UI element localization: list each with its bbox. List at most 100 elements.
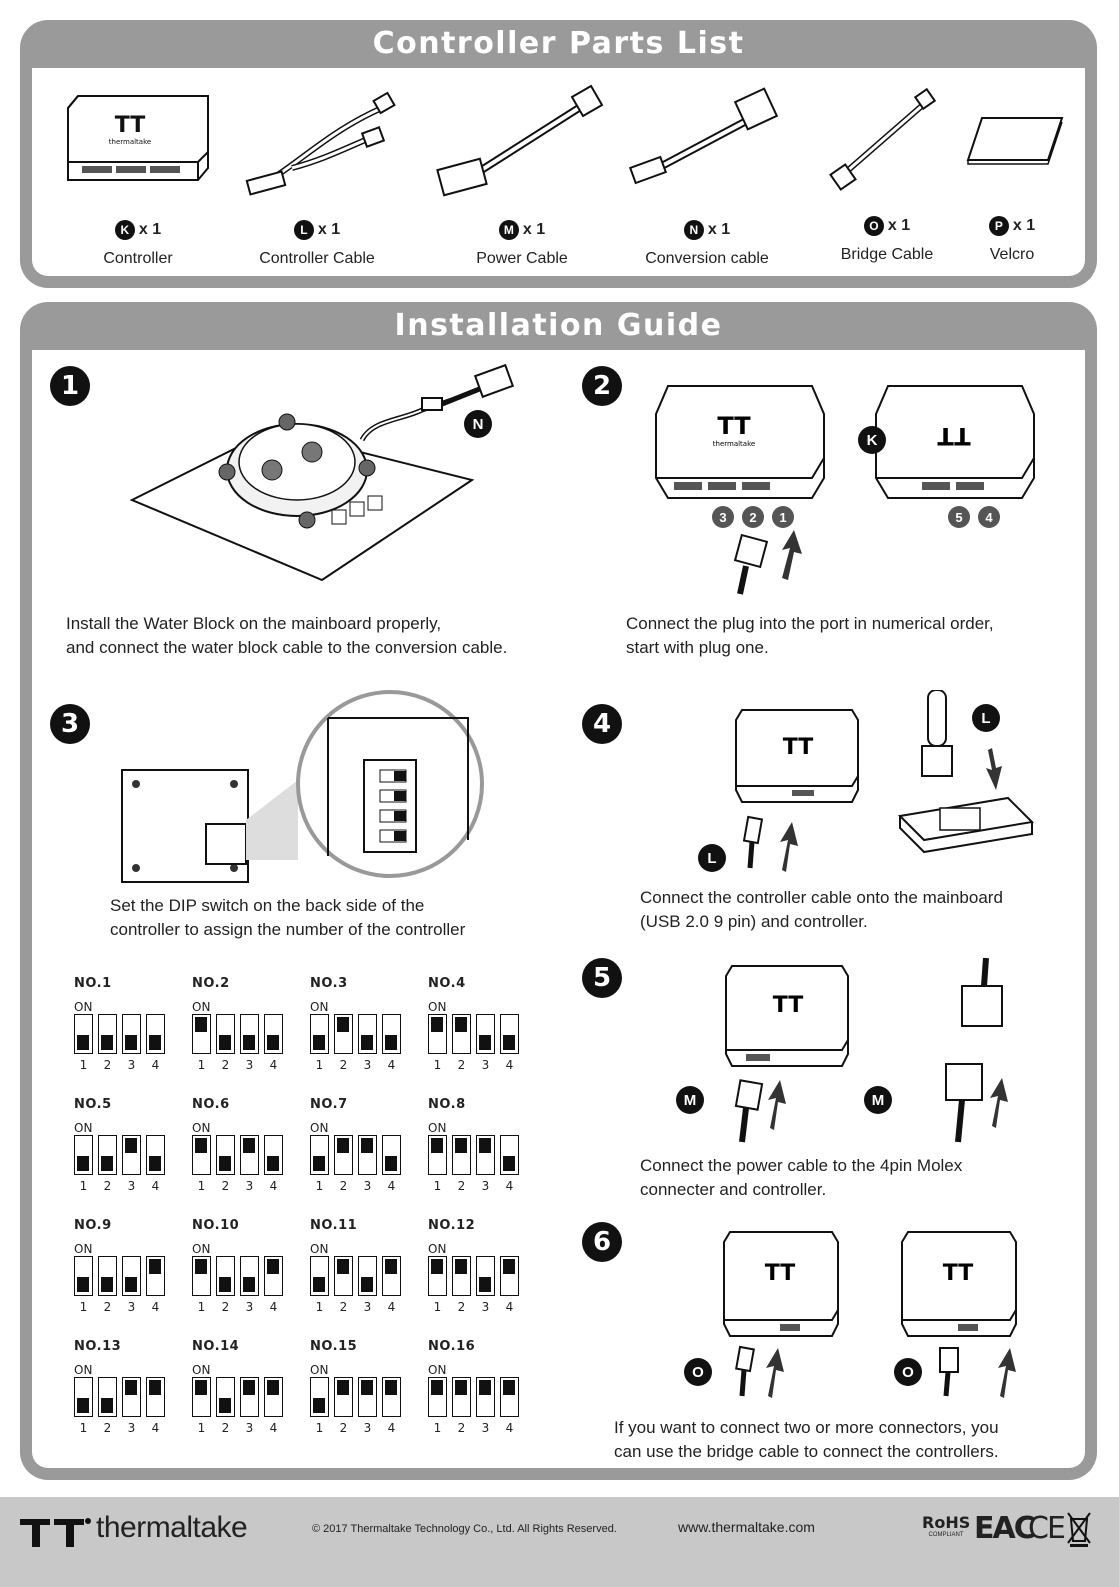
dip-pin-label: 4: [151, 1300, 160, 1314]
dip-setting-title: NO.12: [428, 1218, 476, 1233]
dip-switch-knob: [125, 1380, 137, 1395]
part-name: Conversion cable: [645, 250, 769, 267]
dip-on-label: ON: [310, 1242, 329, 1256]
water-block-mainboard-illustration: [129, 363, 515, 582]
dip-switch-knob: [313, 1277, 325, 1292]
eac-mark: EAC: [974, 1511, 1036, 1546]
dip-pin-label: 2: [103, 1058, 112, 1072]
step-1: 1 N Install the Water: [32, 350, 572, 670]
dip-pin-label: 3: [363, 1300, 372, 1314]
step-2: 2 TT thermaltake TT K 3 2 1 5 4 Connect: [572, 350, 1092, 670]
dip-switch-knob: [361, 1035, 373, 1050]
svg-text:TT: TT: [717, 412, 751, 440]
dip-switch-knob: [337, 1017, 349, 1032]
dip-switch: [122, 1256, 141, 1296]
dip-on-label: ON: [310, 1000, 329, 1014]
dip-switch-knob: [385, 1156, 397, 1171]
controller-cable-illustration: [245, 91, 396, 196]
controller-cable-to-mainboard-illustration: TT: [735, 690, 1035, 872]
dip-pin-label: 2: [221, 1179, 230, 1193]
dip-switch-knob: [219, 1035, 231, 1050]
svg-text:TT: TT: [115, 113, 146, 138]
step-6-number: 6: [582, 1222, 622, 1262]
svg-text:TT: TT: [937, 422, 971, 450]
dip-switch-knob: [455, 1017, 467, 1032]
part-name: Power Cable: [476, 250, 568, 267]
dip-setting-title: NO.15: [310, 1339, 358, 1354]
dip-pin-label: 3: [363, 1058, 372, 1072]
dip-switch-knob: [479, 1035, 491, 1050]
step-5-number: 5: [582, 958, 622, 998]
dip-switch-knob: [125, 1035, 137, 1050]
dip-switch-knob: [361, 1277, 373, 1292]
letter-k-badge: K: [114, 220, 135, 240]
dip-switch: [500, 1135, 519, 1175]
dip-pin-label: 1: [197, 1421, 206, 1435]
step-4-number: 4: [582, 704, 622, 744]
dip-setting-title: NO.1: [74, 976, 112, 991]
callout-l-badge: L: [698, 844, 726, 872]
dip-switch: [310, 1014, 329, 1054]
dip-switch: [334, 1135, 353, 1175]
dip-on-label: ON: [74, 1000, 93, 1014]
dip-on-label: ON: [192, 1363, 211, 1377]
dip-switch: [264, 1377, 283, 1417]
callout-m-badge: M: [864, 1086, 892, 1114]
dip-pin-label: 4: [387, 1300, 396, 1314]
weee-bin-icon: [1067, 1512, 1091, 1547]
part-qty: x 1: [317, 221, 341, 238]
conversion-cable-illustration: [628, 87, 779, 185]
dip-switch-knob: [431, 1138, 443, 1153]
step-4-text-line-2: (USB 2.0 9 pin) and controller.: [640, 912, 868, 931]
dip-pin-label: 3: [481, 1058, 490, 1072]
dip-switch-knob: [101, 1398, 113, 1413]
dip-switch-knob: [361, 1138, 373, 1153]
dip-on-label: ON: [192, 1000, 211, 1014]
part-qty: x 1: [138, 221, 162, 238]
parts-list-title: Controller Parts List: [372, 26, 745, 61]
dip-on-label: ON: [192, 1242, 211, 1256]
svg-text:TT: TT: [783, 735, 814, 760]
step-1-number: 1: [50, 366, 90, 406]
dip-switch: [146, 1135, 165, 1175]
dip-switch-knob: [195, 1017, 207, 1032]
part-qty: x 1: [707, 221, 731, 238]
dip-switch-knob: [149, 1259, 161, 1274]
dip-pin-label: 4: [151, 1421, 160, 1435]
dip-switch: [428, 1014, 447, 1054]
dip-pin-label: 3: [481, 1300, 490, 1314]
controller-illustration: TT thermaltake: [67, 95, 209, 181]
dip-switch: [240, 1377, 259, 1417]
dip-pin-label: 3: [127, 1421, 136, 1435]
port-number-4: 4: [978, 506, 1000, 528]
dip-switch-knob: [479, 1380, 491, 1395]
dip-on-label: ON: [74, 1363, 93, 1377]
dip-pin-label: 3: [363, 1421, 372, 1435]
part-qty: x 1: [522, 221, 546, 238]
step-5-text-line-1: Connect the power cable to the 4pin Mole…: [640, 1156, 963, 1175]
dip-switch: [428, 1377, 447, 1417]
power-cable-to-molex-illustration: TT: [725, 958, 1008, 1143]
dip-switch-closeup-illustration: [121, 690, 484, 883]
brand-name: thermaltake: [96, 1511, 248, 1544]
dip-pin-label: 4: [387, 1421, 396, 1435]
dip-pin-label: 1: [197, 1058, 206, 1072]
dip-setting-title: NO.16: [428, 1339, 476, 1354]
dip-on-label: ON: [74, 1121, 93, 1135]
website-url[interactable]: www.thermaltake.com: [678, 1519, 815, 1535]
dip-pin-label: 2: [339, 1058, 348, 1072]
dip-switch: [98, 1256, 117, 1296]
dip-switch-knob: [503, 1156, 515, 1171]
footer: thermaltake © 2017 Thermaltake Technolog…: [0, 1497, 1119, 1587]
power-cable-illustration: [436, 84, 604, 197]
